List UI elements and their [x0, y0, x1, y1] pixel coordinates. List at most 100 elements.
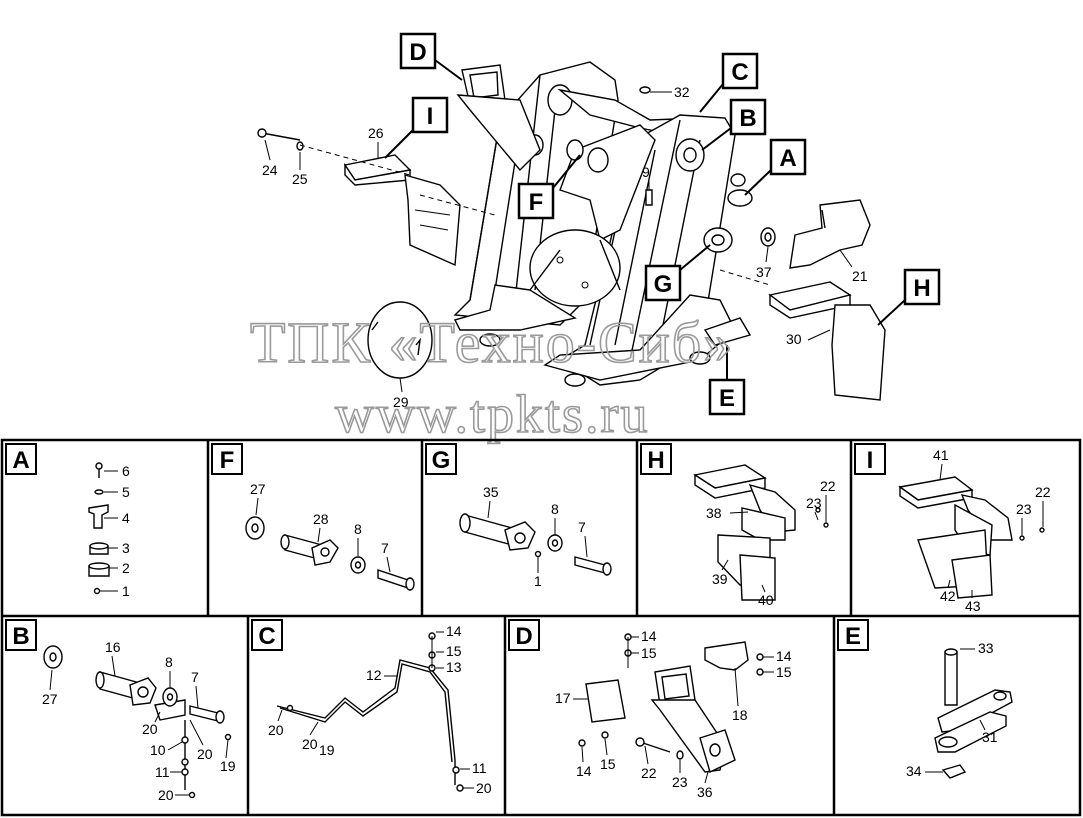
part-number: 27 [42, 691, 58, 707]
part-number: 15 [641, 645, 657, 661]
panel-F-label: F [220, 447, 235, 474]
part-number: 8 [165, 654, 173, 670]
callout-F-label: F [529, 189, 544, 216]
part-number: 23 [672, 774, 688, 790]
part-number: 36 [697, 784, 713, 800]
part-number: 41 [933, 447, 949, 463]
part-number: 14 [576, 763, 592, 779]
part-number: 13 [446, 659, 462, 675]
callout-D-label: D [409, 39, 426, 66]
part-number: 22 [820, 478, 836, 494]
callout-E: E [708, 345, 746, 416]
panel-H: H 22 23 38 39 40 [640, 443, 836, 608]
callout-B: B [701, 98, 767, 151]
part-number: 27 [250, 481, 266, 497]
part-number: 7 [381, 540, 389, 556]
part-number: 2 [122, 560, 130, 576]
part-number: 32 [674, 84, 690, 100]
part-number: 3 [122, 540, 130, 556]
part-number: 1 [534, 573, 542, 589]
part-number: 7 [578, 519, 586, 535]
panel-A: A 6 5 4 3 2 1 [5, 443, 130, 599]
part-number: 14 [446, 623, 462, 639]
panel-D: D 14 15 14 15 17 18 14 15 22 23 36 [508, 619, 792, 800]
part-number: 14 [641, 628, 657, 644]
part-number: 10 [150, 742, 166, 758]
callout-A: A [744, 138, 807, 196]
part-number: 9 [642, 164, 650, 180]
part-number: 15 [776, 664, 792, 680]
callout-C: C [699, 52, 759, 113]
part-number: 16 [105, 639, 121, 655]
part-number: 43 [965, 598, 981, 614]
part-number: 5 [122, 484, 130, 500]
part-number: 25 [292, 171, 308, 187]
part-number: 37 [756, 264, 772, 280]
part-number: 12 [366, 667, 382, 683]
callout-I: I [384, 96, 449, 159]
part-number: 31 [982, 729, 998, 745]
part-number: 8 [551, 501, 559, 517]
part-number: 6 [122, 463, 130, 479]
panel-I: I 41 22 23 42 43 [854, 443, 1051, 614]
panel-G: G 35 8 7 1 [425, 443, 612, 589]
part-number: 30 [786, 331, 802, 347]
panel-E-label: E [845, 623, 861, 650]
part-number: 15 [600, 756, 616, 772]
callout-F: F [517, 154, 581, 220]
callout-A-label: A [779, 145, 796, 172]
part-number: 7 [191, 669, 199, 685]
part-number: 14 [776, 648, 792, 664]
part-number: 20 [142, 721, 158, 737]
part-number: 20 [268, 722, 284, 738]
part-number: 23 [806, 495, 822, 511]
part-number: 33 [978, 640, 994, 656]
panel-I-label: I [867, 447, 874, 474]
watermark: ТПК «Техно-Сиб» www.tpkts.ru [249, 309, 734, 445]
part-number: 11 [155, 764, 170, 780]
part-number: 1 [122, 583, 130, 599]
part-number: 8 [354, 521, 362, 537]
part-number: 20 [476, 780, 492, 796]
main-part-numbers: 32 26 24 25 9 37 21 30 29 [262, 84, 868, 410]
callout-C-label: C [731, 59, 748, 86]
part-number: 19 [220, 758, 236, 774]
part-number: 20 [158, 787, 174, 803]
panel-C-label: C [258, 623, 275, 650]
part-number: 29 [393, 394, 409, 410]
part-number: 23 [1016, 501, 1032, 517]
part-number: 19 [319, 742, 335, 758]
callout-G-label: G [654, 271, 673, 298]
part-number: 34 [906, 763, 922, 779]
panel-B-label: B [12, 623, 29, 650]
part-number: 38 [706, 505, 722, 521]
part-number: 22 [641, 765, 657, 781]
callout-I-label: I [427, 103, 434, 130]
callout-D: D [399, 32, 463, 81]
part-number: 20 [302, 736, 318, 752]
main-assembly-drawing [257, 61, 886, 401]
panel-A-label: A [12, 447, 29, 474]
watermark-company: ТПК «Техно-Сиб» [250, 310, 734, 375]
part-number: 20 [197, 746, 213, 762]
panel-D-label: D [515, 623, 532, 650]
part-number: 17 [555, 690, 571, 706]
detail-panels-grid [0, 438, 1082, 817]
part-number: 40 [758, 592, 774, 608]
callout-E-label: E [719, 385, 735, 412]
panel-C: C 14 15 13 12 20 20 19 11 20 [251, 619, 492, 796]
part-number: 42 [940, 588, 956, 604]
panel-E: E 33 31 34 [837, 619, 1013, 779]
callout-B-label: B [739, 105, 756, 132]
part-number: 15 [446, 643, 462, 659]
part-number: 35 [483, 484, 499, 500]
panel-F: F 27 28 8 7 [211, 443, 415, 591]
part-number: 26 [368, 125, 384, 141]
panel-B: B 16 8 7 27 20 20 10 19 11 20 [5, 619, 236, 803]
part-number: 11 [472, 760, 487, 776]
part-number: 39 [712, 571, 728, 587]
part-number: 18 [732, 707, 748, 723]
callout-H: H [877, 268, 941, 326]
part-number: 22 [1035, 484, 1051, 500]
part-number: 24 [262, 162, 278, 178]
